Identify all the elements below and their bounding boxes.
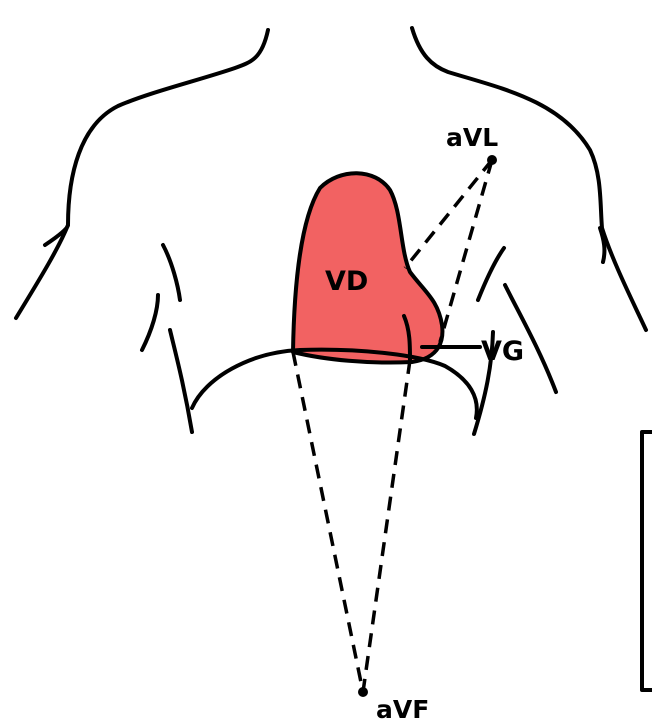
avf-electrode-dot	[358, 687, 368, 697]
label-vg: VG	[481, 336, 524, 367]
avl-projection-line-2	[440, 160, 492, 342]
avf-projection-line-2	[363, 360, 410, 692]
label-avf: aVF	[376, 695, 429, 720]
right-rib-line-1	[478, 248, 504, 300]
avl-projection-line-1	[405, 160, 492, 268]
partial-frame	[642, 432, 652, 690]
body-outline-left	[16, 30, 268, 318]
body-outline-right	[412, 28, 646, 330]
left-rib-line-1	[163, 245, 180, 300]
avl-electrode-dot	[487, 155, 497, 165]
label-vd: VD	[325, 266, 368, 297]
left-rib-line-3	[170, 330, 192, 432]
left-rib-line-2	[142, 295, 158, 350]
avf-projection-line-1	[293, 352, 363, 692]
label-avl: aVL	[446, 123, 498, 152]
